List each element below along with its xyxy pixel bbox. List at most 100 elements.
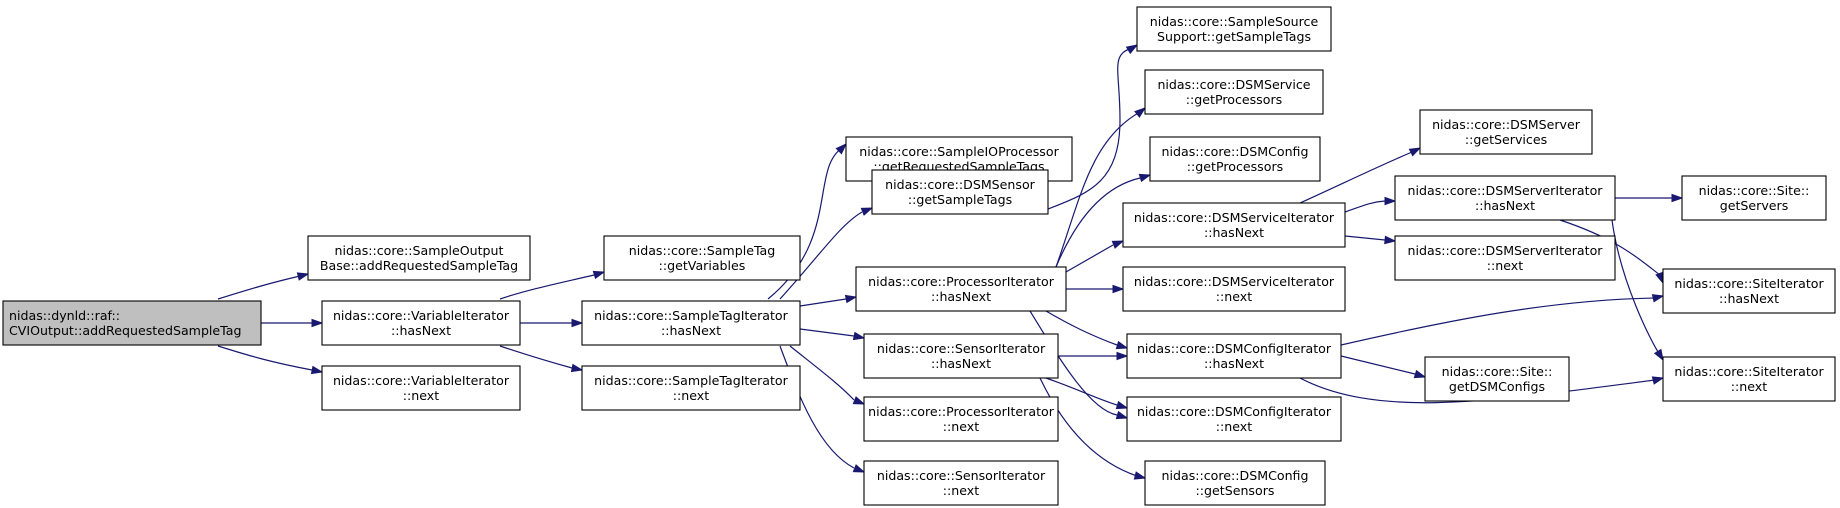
node-box xyxy=(581,365,801,411)
function-node[interactable]: nidas::core::DSMServerIterator::hasNext xyxy=(1394,175,1616,221)
arrowhead-icon xyxy=(310,365,324,375)
node-label-line: nidas::core::DSMConfigIterator xyxy=(1137,341,1332,356)
arrowhead-icon xyxy=(571,318,584,328)
call-edge xyxy=(799,328,866,341)
node-label-line: nidas::core::DSMServerIterator xyxy=(1408,183,1604,198)
node-box xyxy=(1662,356,1836,402)
node-box xyxy=(1126,396,1342,442)
node-box xyxy=(1136,6,1332,52)
edge-line xyxy=(779,345,855,469)
node-label-line: getDSMConfigs xyxy=(1449,379,1545,394)
function-node[interactable]: nidas::core::DSMServer::getServices xyxy=(1419,109,1593,155)
node-box xyxy=(321,300,521,346)
arrowhead-icon xyxy=(1125,44,1139,55)
node-label-line: ::next xyxy=(943,419,979,434)
function-node[interactable]: nidas::core::DSMServiceIterator::hasNext xyxy=(1122,202,1346,248)
node-label-line: nidas::core::SiteIterator xyxy=(1674,276,1824,291)
node-label-line: nidas::core::DSMConfigIterator xyxy=(1137,404,1332,419)
arrowhead-icon xyxy=(1651,294,1665,303)
call-edge xyxy=(1299,376,1665,404)
node-label-line: nidas::core::SensorIterator xyxy=(877,341,1046,356)
function-node[interactable]: nidas::core::DSMConfig::getProcessors xyxy=(1149,136,1321,182)
function-node[interactable]: nidas::core::SiteIterator::next xyxy=(1662,356,1836,402)
node-label-line: nidas::core::SampleIOProcessor xyxy=(859,144,1059,159)
function-node[interactable]: nidas::core::SampleTagIterator::hasNext xyxy=(581,300,801,346)
function-node[interactable]: nidas::core::Site::getServers xyxy=(1681,175,1827,221)
node-box xyxy=(1122,266,1346,312)
call-edge xyxy=(1340,294,1665,346)
node-label-line: CVIOutput::addRequestedSampleTag xyxy=(9,323,242,338)
arrowhead-icon xyxy=(852,396,866,405)
arrowhead-icon xyxy=(1115,400,1129,410)
function-node[interactable]: nidas::core::DSMSensor::getSampleTags xyxy=(871,169,1049,215)
edge-line xyxy=(779,211,863,300)
node-label-line: nidas::core::ProcessorIterator xyxy=(868,274,1055,289)
arrowhead-icon xyxy=(1133,471,1147,480)
function-node[interactable]: nidas::core::Site::getDSMConfigs xyxy=(1424,356,1570,402)
function-node[interactable]: nidas::core::ProcessorIterator::hasNext xyxy=(855,266,1067,312)
node-label-line: ::hasNext xyxy=(661,323,721,338)
function-node[interactable]: nidas::core::SensorIterator::next xyxy=(863,460,1059,506)
node-label-line: nidas::core::DSMServer xyxy=(1432,117,1581,132)
call-edge xyxy=(1045,377,1129,410)
node-label-line: nidas::core::DSMSensor xyxy=(885,177,1036,192)
function-node[interactable]: nidas::core::DSMConfig::getSensors xyxy=(1144,460,1326,506)
edge-line xyxy=(1344,235,1386,241)
root-function-node[interactable]: nidas::dynld::raf::CVIOutput::addRequest… xyxy=(2,300,262,346)
function-node[interactable]: nidas::core::VariableIterator::next xyxy=(321,365,521,411)
function-node[interactable]: nidas::core::ProcessorIterator::next xyxy=(863,396,1059,442)
node-label-line: ::hasNext xyxy=(1719,291,1779,306)
edge-line xyxy=(499,274,595,300)
node-label-line: ::getProcessors xyxy=(1187,159,1283,174)
call-edge xyxy=(1299,147,1422,204)
function-node[interactable]: nidas::core::DSMServerIterator::next xyxy=(1394,235,1616,281)
node-label-line: nidas::core::Site:: xyxy=(1442,364,1553,379)
edge-line xyxy=(799,328,855,337)
function-node[interactable]: nidas::core::SensorIterator::hasNext xyxy=(863,333,1059,379)
node-box xyxy=(871,169,1049,215)
function-node[interactable]: nidas::core::DSMConfigIterator::hasNext xyxy=(1126,333,1342,379)
call-edge xyxy=(1611,219,1664,362)
node-box xyxy=(863,460,1059,506)
node-label-line: ::next xyxy=(943,483,979,498)
arrowhead-icon xyxy=(835,142,848,155)
arrowhead-icon xyxy=(1115,340,1129,350)
function-node[interactable]: nidas::core::SampleSourceSupport::getSam… xyxy=(1136,6,1332,52)
function-node[interactable]: nidas::core::DSMServiceIterator::next xyxy=(1122,266,1346,312)
node-label-line: nidas::core::SiteIterator xyxy=(1674,364,1824,379)
call-edge xyxy=(779,345,866,473)
node-label-line: nidas::core::SensorIterator xyxy=(877,468,1046,483)
edge-line xyxy=(1065,244,1114,273)
arrowhead-icon xyxy=(1671,193,1684,203)
call-edge xyxy=(499,270,606,300)
function-node[interactable]: nidas::core::SampleTagIterator::next xyxy=(581,365,801,411)
node-label-line: ::hasNext xyxy=(1204,356,1264,371)
node-label-line: nidas::core::ProcessorIterator xyxy=(868,404,1055,419)
arrowhead-icon xyxy=(1408,147,1422,157)
node-label-line: nidas::core::SampleTagIterator xyxy=(594,308,788,323)
arrowhead-icon xyxy=(1112,284,1125,294)
node-label-line: nidas::core::DSMService xyxy=(1157,77,1310,92)
node-label-line: ::hasNext xyxy=(931,356,991,371)
function-node[interactable]: nidas::core::SiteIterator::hasNext xyxy=(1662,268,1836,314)
call-edge xyxy=(217,272,310,300)
node-label-line: ::hasNext xyxy=(1204,225,1264,240)
edge-line xyxy=(1045,310,1118,346)
node-box xyxy=(1424,356,1570,402)
node-label-line: ::next xyxy=(673,388,709,403)
function-node[interactable]: nidas::core::SampleOutputBase::addReques… xyxy=(307,235,531,281)
arrowhead-icon xyxy=(852,331,866,341)
edge-line xyxy=(499,345,573,369)
arrowhead-icon xyxy=(1384,196,1397,206)
node-label-line: ::getSensors xyxy=(1196,483,1275,498)
arrowhead-icon xyxy=(860,207,874,216)
function-node[interactable]: nidas::core::VariableIterator::hasNext xyxy=(321,300,521,346)
call-edge xyxy=(1055,107,1147,268)
function-node[interactable]: nidas::core::DSMConfigIterator::next xyxy=(1126,396,1342,442)
edge-line xyxy=(1055,177,1141,268)
node-box xyxy=(855,266,1067,312)
arrowhead-icon xyxy=(311,318,324,328)
edge-layer xyxy=(217,44,1684,480)
function-node[interactable]: nidas::core::SampleTag::getVariables xyxy=(603,235,801,281)
function-node[interactable]: nidas::core::DSMService::getProcessors xyxy=(1144,69,1324,115)
